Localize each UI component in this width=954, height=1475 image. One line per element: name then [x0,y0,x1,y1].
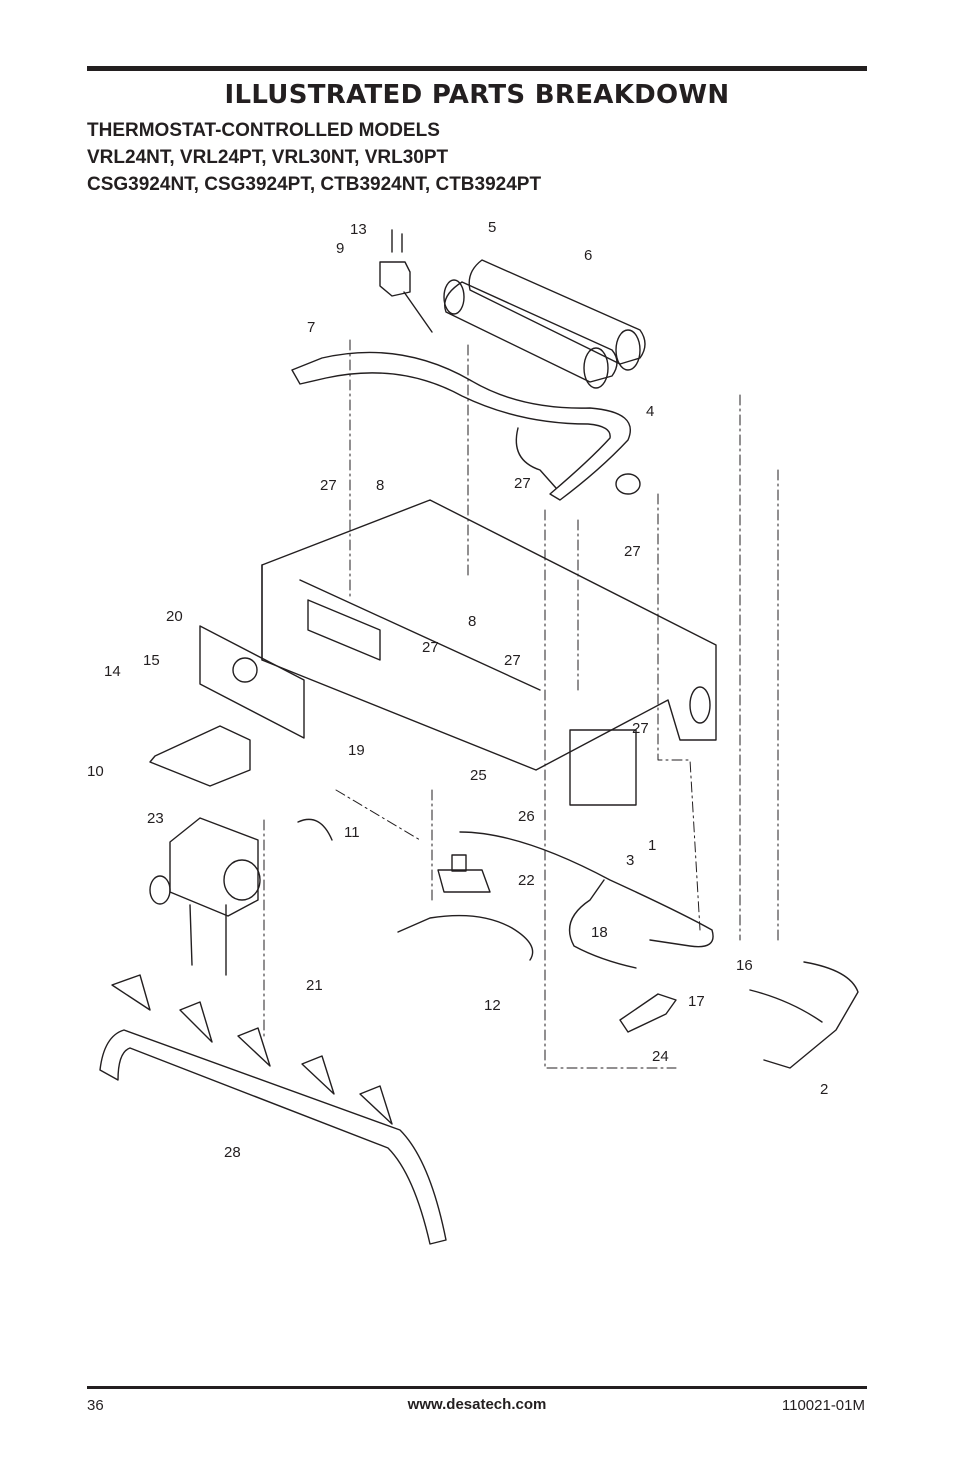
callout-8-a: 8 [376,477,384,494]
callout-7: 7 [307,319,315,336]
callout-18: 18 [591,924,608,941]
page-title: ILLUSTRATED PARTS BREAKDOWN [224,80,730,110]
regulator-shape [437,854,491,893]
callout-19: 19 [348,742,365,759]
website-link[interactable]: www.desatech.com [407,1396,547,1413]
callout-16: 16 [736,957,753,974]
callout-17: 17 [688,993,705,1010]
callout-9: 9 [336,240,344,257]
callout-14: 14 [104,663,121,680]
callout-27-f: 27 [632,720,649,737]
subtitle-csg-ctb-models: CSG3924NT, CSG3924PT, CTB3924NT, CTB3924… [87,174,542,195]
burner-tube-front-shape [443,279,618,389]
callout-21: 21 [306,977,323,994]
callout-10: 10 [87,763,104,780]
pilot-assembly-shape [379,229,433,333]
top-rule [87,66,867,71]
callout-24: 24 [652,1048,669,1065]
callout-3: 3 [626,852,634,869]
callout-13: 13 [350,221,367,238]
callout-15: 15 [143,652,160,669]
burner-tube-shape [291,351,641,501]
callout-23: 23 [147,810,164,827]
callout-11: 11 [344,824,360,841]
callout-27-e: 27 [504,652,521,669]
callout-28: 28 [224,1144,241,1161]
bottom-rule [87,1386,867,1389]
callout-27-d: 27 [422,639,439,656]
gas-valve-shape [149,817,261,976]
control-panel-shape [199,625,305,739]
callout-1: 1 [648,837,656,854]
callout-5: 5 [488,219,496,236]
chassis-shape [261,499,717,806]
exploded-parts-diagram: 13 5 9 6 7 4 27 8 27 27 20 8 27 27 15 14… [87,219,859,1245]
page-number: 36 [87,1397,104,1414]
fitting-shape [619,993,677,1033]
alignment-lines [263,339,779,1069]
bracket-shape [149,725,251,787]
callout-8-b: 8 [468,613,476,630]
callout-25: 25 [470,767,487,784]
callout-27-b: 27 [514,475,531,492]
callout-22: 22 [518,872,535,889]
gas-lines-shape [297,818,859,1069]
callout-4: 4 [646,403,654,420]
callout-27-a: 27 [320,477,337,494]
callout-6: 6 [584,247,592,264]
callout-2: 2 [820,1081,828,1098]
subtitle-models-heading: THERMOSTAT-CONTROLLED MODELS [87,120,440,141]
part-callouts: 13 5 9 6 7 4 27 8 27 27 20 8 27 27 15 14… [87,219,828,1161]
grate-shape [99,974,447,1245]
callout-20: 20 [166,608,183,625]
callout-27-c: 27 [624,543,641,560]
callout-26: 26 [518,808,535,825]
burner-tube-rear-shape [468,259,646,371]
subtitle-vrl-models: VRL24NT, VRL24PT, VRL30NT, VRL30PT [87,147,449,168]
callout-12: 12 [484,997,501,1014]
document-number: 110021-01M [781,1397,865,1414]
